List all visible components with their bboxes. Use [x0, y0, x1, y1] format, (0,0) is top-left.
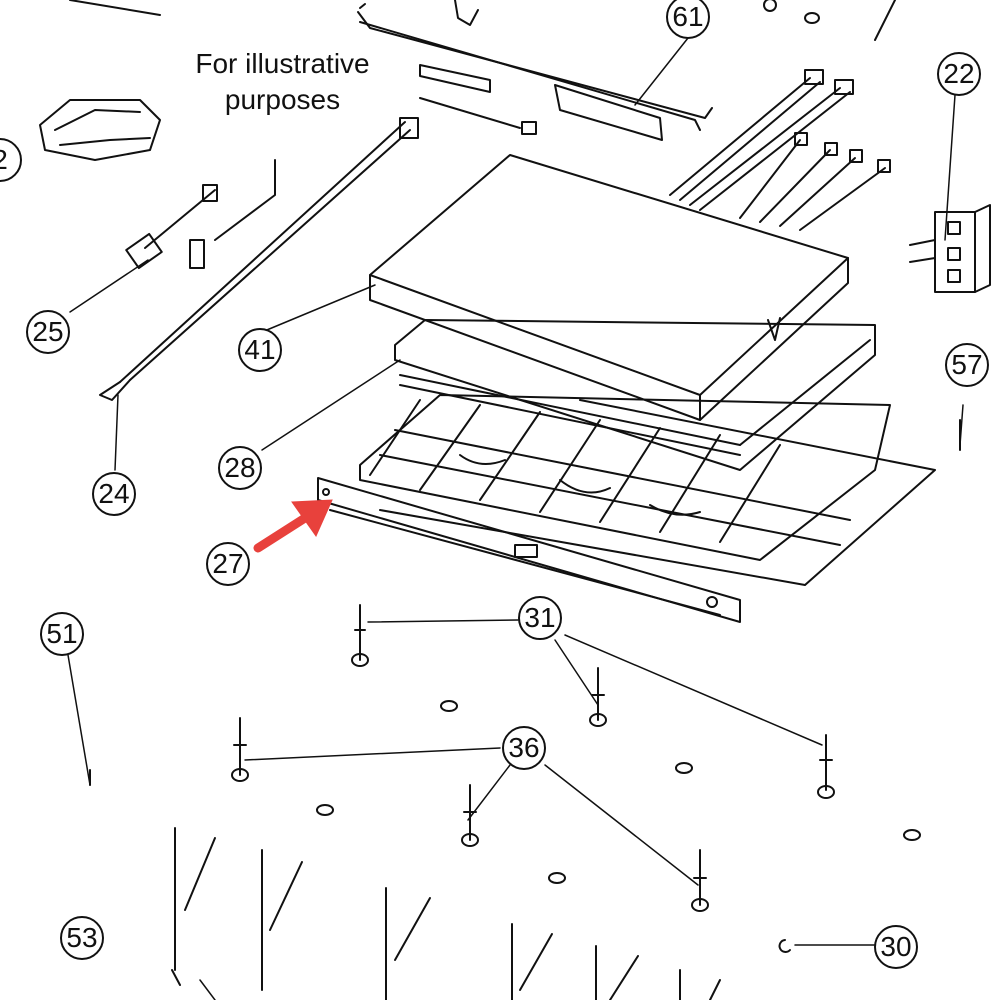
- part-28-heater-box: [394, 319, 876, 471]
- backing-sheet: [379, 399, 936, 586]
- part-24-cable: [99, 117, 419, 401]
- caption-line-2: purposes: [224, 84, 341, 115]
- part-25-sensor: [125, 159, 276, 270]
- callout-51[interactable]: 51: [40, 612, 84, 656]
- callout-61[interactable]: 61: [666, 0, 710, 39]
- washers: [316, 700, 921, 953]
- illustrative-caption: For illustrative purposes: [160, 46, 405, 118]
- part-22-terminal-block: [909, 204, 991, 293]
- callout-22[interactable]: 22: [937, 52, 981, 96]
- callout-27[interactable]: 27: [206, 542, 250, 586]
- wire-harness: [669, 69, 891, 231]
- callout-57[interactable]: 57: [945, 343, 989, 387]
- callout-25[interactable]: 25: [26, 310, 70, 354]
- caption-line-1: For illustrative: [195, 48, 370, 79]
- part-41-cover-panel: [369, 154, 849, 421]
- callout-31[interactable]: 31: [518, 596, 562, 640]
- part-61-rail: [357, 3, 713, 141]
- top-nut: [804, 12, 820, 24]
- part-27-rail: [317, 477, 741, 623]
- heating-element-grid: [359, 394, 891, 561]
- highlight-arrow: [253, 499, 333, 553]
- top-screw: [874, 0, 896, 41]
- callout-28[interactable]: 28: [218, 446, 262, 490]
- callout-36[interactable]: 36: [502, 726, 546, 770]
- part-53-wire-leads: [171, 827, 721, 1000]
- callout-41[interactable]: 41: [238, 328, 282, 372]
- callout-53[interactable]: 53: [60, 916, 104, 960]
- top-fitting: [454, 0, 479, 26]
- leader-lines: [67, 37, 964, 1000]
- callout-24[interactable]: 24: [92, 472, 136, 516]
- part-31-bolts: [351, 604, 835, 799]
- part-36-bolts: [231, 717, 709, 912]
- callout-30[interactable]: 30: [874, 925, 918, 969]
- top-ring: [763, 0, 777, 12]
- part-2-bracket-assembly: [39, 0, 161, 161]
